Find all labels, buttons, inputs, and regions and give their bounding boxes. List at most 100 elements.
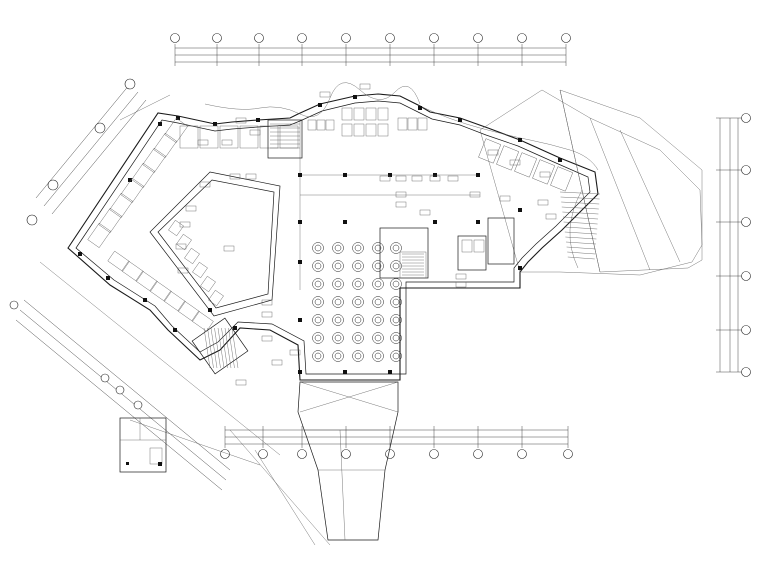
- banquet-table-top: [392, 352, 400, 360]
- room-cell: [550, 166, 574, 192]
- annotation-tag: [199, 181, 211, 188]
- column: [476, 173, 480, 177]
- banquet-table: [390, 314, 402, 326]
- toilet-stall: [341, 107, 353, 121]
- annotation-tag: [261, 335, 273, 342]
- banquet-table: [312, 296, 324, 308]
- room-cell: [98, 207, 122, 233]
- column: [143, 298, 147, 302]
- annotation-tag: [395, 191, 407, 198]
- annotation-tag: [177, 267, 189, 274]
- room-cell: [163, 290, 186, 312]
- annotation-tag: [509, 159, 521, 166]
- room-cell: [153, 132, 177, 158]
- banquet-table-top: [392, 244, 400, 252]
- banquet-table: [390, 350, 402, 362]
- axis-bubble: [563, 449, 573, 459]
- structural-columns: [78, 95, 562, 374]
- axis-bubble: [220, 449, 230, 459]
- room-cell: [120, 177, 144, 203]
- banquet-table-top: [374, 316, 382, 324]
- annotation-tag: [539, 171, 551, 178]
- column: [106, 276, 110, 280]
- stair-tread: [210, 327, 218, 369]
- banquet-table-top: [314, 280, 322, 288]
- banquet-table-top: [354, 280, 362, 288]
- axis-bubble: [385, 33, 395, 43]
- banquet-table: [372, 296, 384, 308]
- annotation-tag: [175, 243, 187, 250]
- annotation-tag: [261, 311, 273, 318]
- annotation-tag: [223, 245, 235, 252]
- banquet-table: [332, 314, 344, 326]
- axis-bubble: [297, 33, 307, 43]
- terrace-step: [565, 241, 597, 245]
- annotation-tag: [229, 173, 241, 180]
- toilet-stall: [407, 117, 418, 131]
- column: [343, 370, 347, 374]
- stair-tread: [207, 327, 214, 369]
- terrace-step: [562, 216, 599, 220]
- column: [388, 173, 392, 177]
- room-cell: [149, 280, 172, 302]
- banquet-table-top: [354, 334, 362, 342]
- banquet-table: [352, 332, 364, 344]
- banquet-table: [372, 260, 384, 272]
- annotation-tag: [429, 175, 441, 182]
- annotation-tag: [411, 175, 423, 182]
- room-cell: [184, 247, 200, 265]
- banquet-table: [352, 260, 364, 272]
- room-cell: [478, 138, 502, 164]
- axis-bubble: [212, 33, 222, 43]
- axis-bubble: [741, 325, 751, 335]
- column: [518, 208, 522, 212]
- banquet-table-top: [392, 298, 400, 306]
- stair-tread: [214, 327, 221, 369]
- axis-bubble: [254, 33, 264, 43]
- column: [418, 106, 422, 110]
- banquet-table: [372, 314, 384, 326]
- annotation-tag: [221, 139, 233, 146]
- toilet-stall: [316, 119, 326, 131]
- banquet-table-top: [392, 280, 400, 288]
- annotation-tag: [319, 91, 331, 98]
- toilet-stall: [353, 123, 365, 137]
- annotation-tag: [261, 299, 273, 306]
- column: [233, 326, 237, 330]
- column: [518, 138, 522, 142]
- banquet-table-top: [334, 316, 342, 324]
- annotation-tag: [395, 201, 407, 208]
- banquet-table-top: [374, 280, 382, 288]
- terrace-step: [559, 191, 601, 195]
- column: [173, 328, 177, 332]
- banquet-table: [352, 350, 364, 362]
- banquet-table-top: [314, 244, 322, 252]
- room-cell: [192, 261, 208, 279]
- room-cell: [107, 250, 130, 272]
- axis-bubble: [385, 449, 395, 459]
- axis-bubble: [429, 33, 439, 43]
- toilet-stall: [377, 107, 389, 121]
- terrace-step: [566, 246, 596, 250]
- room-cell: [177, 300, 200, 322]
- legend-box: [119, 417, 167, 473]
- banquet-table-top: [374, 298, 382, 306]
- axis-bubble: [297, 449, 307, 459]
- stair-tread: [221, 327, 228, 369]
- axis-bubble: [341, 33, 351, 43]
- entrance-funnel: [229, 381, 399, 546]
- banquet-table: [332, 242, 344, 254]
- axis-bubble: [429, 449, 439, 459]
- axis-bubble: [561, 33, 571, 43]
- banquet-table-top: [314, 262, 322, 270]
- toilet-stall: [365, 107, 377, 121]
- annotation-tag: [185, 205, 197, 212]
- terrace-step: [562, 211, 599, 215]
- banquet-table-top: [374, 334, 382, 342]
- banquet-table: [372, 242, 384, 254]
- banquet-table: [332, 278, 344, 290]
- column: [433, 173, 437, 177]
- column: [298, 370, 302, 374]
